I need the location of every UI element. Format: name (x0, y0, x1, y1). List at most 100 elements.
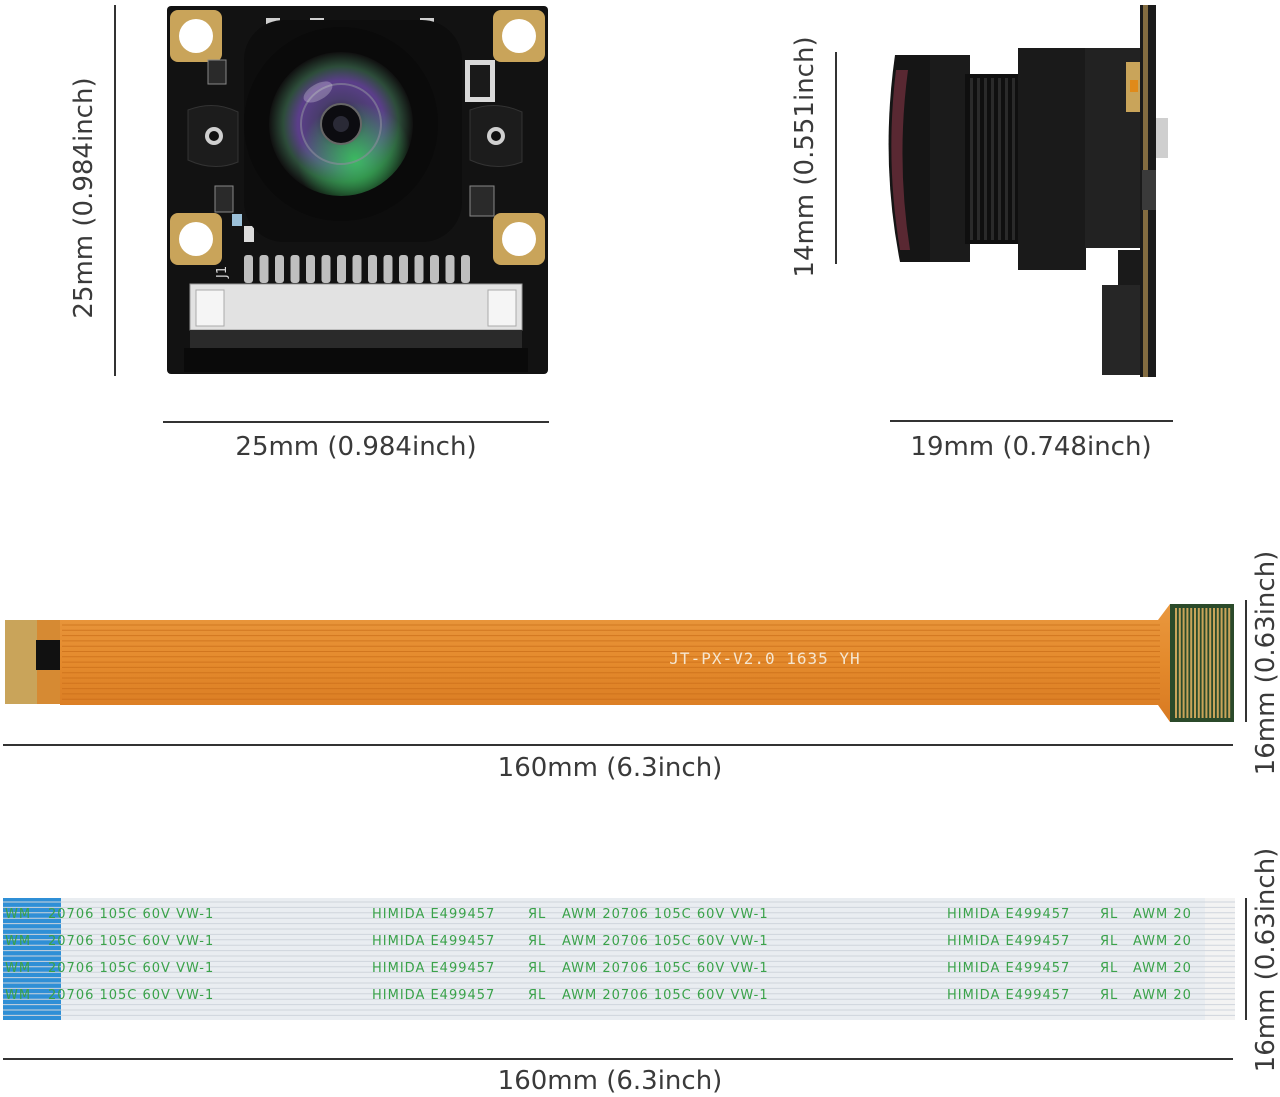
cable2-width-line (1245, 898, 1247, 1020)
contact-strip (1186, 608, 1189, 718)
cable-print-text: AWM 20706 105C 60V VW-1 (562, 988, 769, 1003)
contact-strip (1182, 608, 1185, 718)
cable-print-text: 20706 105C 60V VW-1 (48, 961, 214, 976)
cable1-width-label: 16mm (0.63inch) (1251, 550, 1280, 776)
cable-print-text: ЯL (1100, 907, 1118, 922)
thread-ridge (977, 78, 980, 240)
orange-flex-cable: JT-PX-V2.0 1635 YH (5, 604, 1234, 722)
cable-print-text: WM (5, 934, 31, 949)
thread-ridge (1012, 78, 1015, 240)
cable-print-text: ЯL (528, 961, 546, 976)
mounting-hole-bl (170, 213, 222, 265)
contact-strip (1201, 608, 1204, 718)
connector-pin (399, 255, 408, 283)
contact-strip (1178, 608, 1181, 718)
cable-print-text: ЯL (528, 988, 546, 1003)
connector-pin (430, 255, 439, 283)
thread-ridge (1005, 78, 1008, 240)
connector-pin (383, 255, 393, 283)
cable-print-text: AWM 20 (1133, 961, 1192, 976)
connector-pin (337, 255, 346, 283)
cable-print-text: AWM 20 (1133, 934, 1192, 949)
cable-print-text: HIMIDA E499457 (372, 934, 495, 949)
mounting-hole-tl (170, 10, 222, 62)
contact-strip (1175, 608, 1177, 718)
contact-strip (1209, 608, 1212, 718)
contact-strip (1224, 608, 1227, 718)
camera-board-image: J1 (167, 6, 548, 374)
connector-pins (244, 255, 470, 283)
cable-print-text: ЯL (528, 907, 546, 922)
cable1-length-line (3, 744, 1233, 746)
connector-pin (290, 255, 300, 283)
cable-print-text: ЯL (528, 934, 546, 949)
thread-ridge (991, 78, 994, 240)
cable-print-text: HIMIDA E499457 (372, 988, 495, 1003)
cable-print-text: HIMIDA E499457 (947, 907, 1070, 922)
thread-ridge (984, 78, 987, 240)
side-width-label: 19mm (0.748inch) (910, 432, 1152, 462)
cable-print-text: ЯL (1100, 988, 1118, 1003)
cable-print-text: ЯL (1100, 934, 1118, 949)
camera-side-image (888, 5, 1168, 377)
cable-print-text: AWM 20706 105C 60V VW-1 (562, 934, 769, 949)
cable-print-text: AWM 20 (1133, 907, 1192, 922)
thread-ridge (970, 78, 973, 240)
board-front-view: J1 25mm (0.984inch) 25mm (0.984inch) (0, 0, 600, 480)
connector-pin (244, 255, 253, 283)
side-width-line (890, 420, 1173, 422)
cable2-width-label: 16mm (0.63inch) (1251, 847, 1280, 1073)
cable1-width-line (1245, 600, 1247, 722)
contact-strip (1194, 608, 1196, 718)
contact-strip (1213, 608, 1215, 718)
connector-pin (445, 255, 455, 283)
contact-strip (1190, 608, 1193, 718)
connector-pin (275, 255, 284, 283)
thread-ridge (998, 78, 1001, 240)
cable2-length-label: 160mm (6.3inch) (497, 1066, 723, 1096)
cable-print-text: HIMIDA E499457 (947, 988, 1070, 1003)
mounting-hole-br (493, 213, 545, 265)
board-width-label: 25mm (0.984inch) (235, 432, 477, 462)
contact-strip (1205, 608, 1208, 718)
side-height-line (835, 52, 837, 264)
contact-strip (1228, 608, 1231, 718)
connector-pin (321, 255, 331, 283)
cable-print-text: AWM 20706 105C 60V VW-1 (562, 961, 769, 976)
cable-print-text: WM (5, 988, 31, 1003)
cable-contacts (1175, 608, 1231, 718)
contact-strip (1220, 608, 1223, 718)
connector-label: J1 (215, 266, 230, 279)
cable-print-text: 20706 105C 60V VW-1 (48, 907, 214, 922)
cable-print-text: WM (5, 907, 31, 922)
board-height-line (114, 5, 116, 376)
connector-pin (368, 255, 377, 283)
cable-traces (62, 624, 1160, 700)
cable-print-text: HIMIDA E499457 (372, 961, 495, 976)
cable-conductors (3, 901, 1235, 1016)
cable2-length-line (3, 1058, 1233, 1060)
connector-pin (352, 255, 362, 283)
cable-print: JT-PX-V2.0 1635 YH (669, 649, 860, 668)
cable-print-text: HIMIDA E499457 (947, 934, 1070, 949)
cable-print-text: 20706 105C 60V VW-1 (48, 988, 214, 1003)
cable-print-text: ЯL (1100, 961, 1118, 976)
cable-print-text: WM (5, 961, 31, 976)
camera-side-view: 14mm (0.551inch) 19mm (0.748inch) (760, 0, 1280, 480)
cable-print-text: 20706 105C 60V VW-1 (48, 934, 214, 949)
connector-pin (414, 255, 424, 283)
contact-strip (1216, 608, 1219, 718)
board-width-line (163, 421, 549, 423)
flex-cable-section: JT-PX-V2.0 1635 YH 160mm (6.3inch) 16mm … (0, 551, 1280, 790)
cable1-length-label: 160mm (6.3inch) (497, 753, 723, 783)
contact-strip (1197, 608, 1200, 718)
connector-pin (306, 255, 315, 283)
cable-print-text: AWM 20 (1133, 988, 1192, 1003)
cable-print-text: HIMIDA E499457 (947, 961, 1070, 976)
cable-print-text: AWM 20706 105C 60V VW-1 (562, 907, 769, 922)
board-height-label: 25mm (0.984inch) (69, 77, 99, 319)
connector-pin (461, 255, 470, 283)
mounting-hole-tr (493, 10, 545, 62)
